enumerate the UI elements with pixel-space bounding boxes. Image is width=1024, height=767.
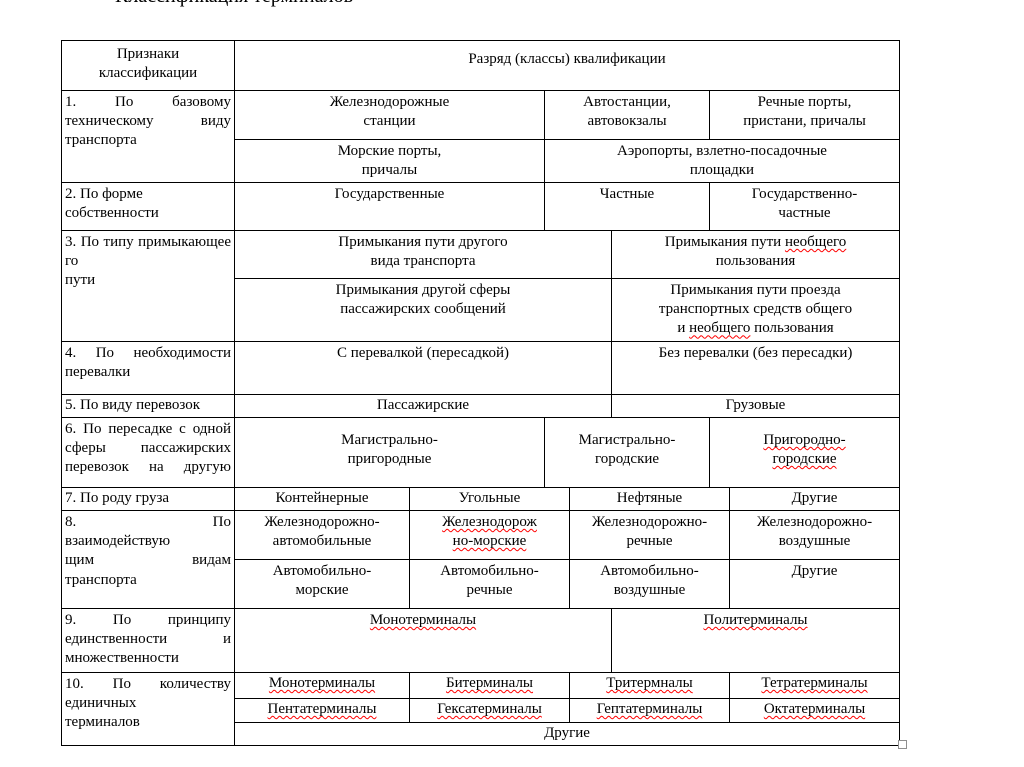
row-values: Монотерминалы Битерминалы Тритермналы Те… xyxy=(235,673,900,746)
subrow: Государственные Частные Государственно- … xyxy=(235,183,900,231)
subrow: С перевалкой (пересадкой) Без перевалки … xyxy=(235,342,900,395)
value-cell: Нефтяные xyxy=(570,488,730,511)
header-criteria: Признаки классификации xyxy=(62,41,235,91)
value-cell: Государственные xyxy=(235,183,545,231)
row-cargo-type: 7. По роду груза Контейнерные Угольные Н… xyxy=(62,488,900,511)
value-cell: Битерминалы xyxy=(410,673,570,699)
value-cell: Примыкания пути необщего пользования xyxy=(612,231,900,279)
value-cell: Угольные xyxy=(410,488,570,511)
row-label: 6. По пересадке с одной сферы пассажирск… xyxy=(62,418,235,488)
row-label: 3. По типу примыкающее го пути xyxy=(62,231,235,342)
value-cell: С перевалкой (пересадкой) xyxy=(235,342,612,395)
row-values: Примыкания пути другого вида транспорта … xyxy=(235,231,900,342)
row-singularity-principle: 9. По принципу единственности и множеств… xyxy=(62,609,900,673)
subrow: Пентатерминалы Гексатерминалы Гептатерми… xyxy=(235,699,900,723)
subrow: Железнодорожные станции Автостанции, авт… xyxy=(235,91,900,140)
header-classes: Разряд (классы) квалификации xyxy=(235,41,900,91)
value-cell: Пригородно- городские xyxy=(710,418,900,488)
row-label: 4. По необходимости перевалки xyxy=(62,342,235,395)
value-cell: Железнодорожно- речные xyxy=(570,511,730,560)
subrow: Железнодорожно- автомобильные Железнодор… xyxy=(235,511,900,560)
row-label: 9. По принципу единственности и множеств… xyxy=(62,609,235,673)
subrow: Примыкания пути другого вида транспорта … xyxy=(235,231,900,279)
value-cell: Примыкания пути другого вида транспорта xyxy=(235,231,612,279)
subrow: Пассажирские Грузовые xyxy=(235,395,900,418)
row-ownership-form: 2. По форме собственности Государственны… xyxy=(62,183,900,231)
row-adjacent-track-type: 3. По типу примыкающее го пути Примыкани… xyxy=(62,231,900,342)
subrow: Примыкания другой сферы пассажирских соо… xyxy=(235,279,900,342)
value-cell: Октатерминалы xyxy=(730,699,900,723)
row-values: Монотерминалы Политерминалы xyxy=(235,609,900,673)
subrow: Автомобильно- морские Автомобильно- речн… xyxy=(235,560,900,609)
value-cell: Частные xyxy=(545,183,710,231)
value-cell: Другие xyxy=(730,560,900,609)
row-label: 5. По виду перевозок xyxy=(62,395,235,418)
value-cell: Автомобильно- речные xyxy=(410,560,570,609)
value-cell: Примыкания другой сферы пассажирских соо… xyxy=(235,279,612,342)
value-cell: Гептатерминалы xyxy=(570,699,730,723)
value-cell: Монотерминалы xyxy=(235,673,410,699)
subrow: Монотерминалы Политерминалы xyxy=(235,609,900,673)
row-interacting-modes: 8. По взаимодействую щим видам транспорт… xyxy=(62,511,900,609)
subrow: Морские порты, причалы Аэропорты, взлетн… xyxy=(235,140,900,183)
value-cell: Магистрально- пригородные xyxy=(235,418,545,488)
placeholder-box xyxy=(898,740,907,749)
value-cell: Государственно- частные xyxy=(710,183,900,231)
row-values: Контейнерные Угольные Нефтяные Другие xyxy=(235,488,900,511)
header-row: Признаки классификации Разряд (классы) к… xyxy=(62,41,900,91)
value-cell: Аэропорты, взлетно-посадочные площадки xyxy=(545,140,900,183)
row-transshipment-need: 4. По необходимости перевалки С перевалк… xyxy=(62,342,900,395)
value-cell: Автомобильно- морские xyxy=(235,560,410,609)
classification-table: Признаки классификации Разряд (классы) к… xyxy=(61,40,900,746)
value-cell: Пассажирские xyxy=(235,395,612,418)
row-values: Государственные Частные Государственно- … xyxy=(235,183,900,231)
value-cell: Другие xyxy=(235,723,900,746)
row-passenger-transfer: 6. По пересадке с одной сферы пассажирск… xyxy=(62,418,900,488)
row-label: 2. По форме собственности xyxy=(62,183,235,231)
value-cell: Монотерминалы xyxy=(235,609,612,673)
value-cell: Автомобильно- воздушные xyxy=(570,560,730,609)
value-cell: Грузовые xyxy=(612,395,900,418)
row-label: 1. По базовому техническому виду транспо… xyxy=(62,91,235,183)
value-cell: Железнодорожно- воздушные xyxy=(730,511,900,560)
value-cell: Тетратерминалы xyxy=(730,673,900,699)
subrow: Контейнерные Угольные Нефтяные Другие xyxy=(235,488,900,511)
value-cell: Автостанции, автовокзалы xyxy=(545,91,710,140)
value-cell: Контейнерные xyxy=(235,488,410,511)
row-terminal-count: 10. По количеству единичных терминалов М… xyxy=(62,673,900,746)
value-cell: Морские порты, причалы xyxy=(235,140,545,183)
row-values: Магистрально- пригородные Магистрально- … xyxy=(235,418,900,488)
value-cell: Железнодорожные станции xyxy=(235,91,545,140)
clipped-title-label: Классификация терминалов xyxy=(115,0,385,6)
subrow: Магистрально- пригородные Магистрально- … xyxy=(235,418,900,488)
subrow: Монотерминалы Битерминалы Тритермналы Те… xyxy=(235,673,900,699)
row-label: 10. По количеству единичных терминалов xyxy=(62,673,235,746)
value-cell: Примыкания пути проезда транспортных сре… xyxy=(612,279,900,342)
value-cell: Другие xyxy=(730,488,900,511)
value-cell: Политерминалы xyxy=(612,609,900,673)
row-values: Пассажирские Грузовые xyxy=(235,395,900,418)
row-values: С перевалкой (пересадкой) Без перевалки … xyxy=(235,342,900,395)
row-transport-kind: 5. По виду перевозок Пассажирские Грузов… xyxy=(62,395,900,418)
value-cell: Железнодорожно- автомобильные xyxy=(235,511,410,560)
row-values: Железнодорожно- автомобильные Железнодор… xyxy=(235,511,900,609)
row-label: 8. По взаимодействую щим видам транспорт… xyxy=(62,511,235,609)
row-values: Железнодорожные станции Автостанции, авт… xyxy=(235,91,900,183)
value-cell: Пентатерминалы xyxy=(235,699,410,723)
subrow: Другие xyxy=(235,723,900,746)
value-cell: Железнодорож но-морские xyxy=(410,511,570,560)
clipped-top-text: Классификация терминалов xyxy=(115,0,385,8)
value-cell: Тритермналы xyxy=(570,673,730,699)
value-cell: Без перевалки (без пересадки) xyxy=(612,342,900,395)
value-cell: Гексатерминалы xyxy=(410,699,570,723)
row-label: 7. По роду груза xyxy=(62,488,235,511)
value-cell: Речные порты, пристани, причалы xyxy=(710,91,900,140)
value-cell: Магистрально- городские xyxy=(545,418,710,488)
row-basic-transport-type: 1. По базовому техническому виду транспо… xyxy=(62,91,900,183)
